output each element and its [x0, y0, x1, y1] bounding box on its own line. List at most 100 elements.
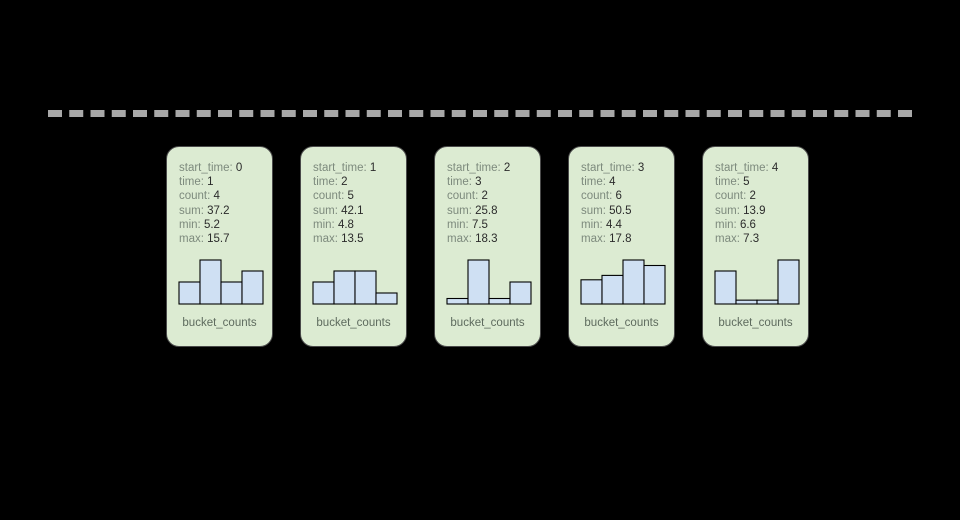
histogram-caption: bucket_counts [182, 317, 257, 329]
field-value: 37.2 [207, 204, 230, 217]
record-field-max: max: 15.7 [179, 232, 272, 246]
field-key: max: [313, 233, 338, 246]
record-field-time: time: 1 [179, 175, 272, 189]
field-key: sum: [179, 204, 204, 217]
field-value: 2 [749, 190, 756, 203]
record-field-max: max: 18.3 [447, 232, 540, 246]
field-value: 4.8 [337, 218, 354, 231]
histogram-bar [333, 270, 356, 305]
record-field-sum: sum: 13.9 [715, 204, 808, 218]
field-key: sum: [581, 204, 606, 217]
field-key: min: [447, 218, 469, 231]
field-value: 4 [771, 162, 779, 174]
histogram-bar [375, 292, 398, 305]
record-field-sum: sum: 42.1 [313, 204, 406, 218]
field-value: 3 [475, 176, 482, 189]
field-key: max: [447, 233, 472, 246]
field-key: sum: [715, 204, 740, 217]
record-field-min: min: 4.4 [581, 218, 674, 232]
field-key: time: [581, 176, 606, 189]
bucket-counts-histogram [446, 258, 532, 305]
record-field-count: count: 2 [715, 189, 808, 203]
record-field-count: count: 2 [447, 189, 540, 203]
field-value: 7.3 [743, 233, 760, 246]
histogram-bar [467, 259, 490, 305]
histogram-bar [509, 281, 532, 305]
field-key: time: [179, 176, 204, 189]
histogram-bar [199, 259, 222, 305]
field-value: 5 [347, 190, 354, 203]
record-field-count: count: 4 [179, 189, 272, 203]
histogram-svg [178, 259, 264, 305]
field-value: 17.8 [609, 233, 632, 246]
field-value: 4.4 [605, 218, 622, 231]
histogram-bar [241, 270, 264, 305]
field-value: 2 [341, 176, 348, 189]
field-value: 50.5 [609, 204, 632, 217]
record-field-min: min: 7.5 [447, 218, 540, 232]
histogram-bar [777, 259, 800, 305]
bucket-counts-histogram [714, 258, 800, 305]
record-field-start-time: start_time: 0 [179, 161, 272, 175]
histogram-bar [756, 299, 779, 305]
record-field-start-time: start_time: 3 [581, 161, 674, 175]
record-field-time: time: 4 [581, 175, 674, 189]
field-key: count: [715, 190, 747, 203]
histogram-bar [220, 281, 243, 305]
record-field-min: min: 5.2 [179, 218, 272, 232]
field-key: count: [447, 190, 479, 203]
field-key: start_time: [179, 162, 233, 174]
field-key: start_time: [447, 162, 501, 174]
histogram-bar [580, 279, 603, 305]
histogram-caption: bucket_counts [316, 317, 391, 329]
field-value: 6 [615, 190, 622, 203]
field-key: start_time: [313, 162, 367, 174]
field-value: 7.5 [471, 218, 488, 231]
field-value: 3 [637, 162, 645, 174]
bucket-counts-histogram [178, 258, 264, 305]
field-key: count: [581, 190, 613, 203]
record-field-min: min: 4.8 [313, 218, 406, 232]
field-value: 5.2 [203, 218, 220, 231]
field-key: time: [313, 176, 338, 189]
field-key: time: [715, 176, 740, 189]
field-key: count: [179, 190, 211, 203]
field-key: start_time: [581, 162, 635, 174]
field-key: time: [447, 176, 472, 189]
field-key: max: [179, 233, 204, 246]
record-field-start-time: start_time: 4 [715, 161, 808, 175]
histogram-caption: bucket_counts [718, 317, 793, 329]
record-field-time: time: 2 [313, 175, 406, 189]
histogram-bar [446, 297, 469, 305]
histogram-bar [354, 270, 377, 305]
record-field-min: min: 6.6 [715, 218, 808, 232]
histogram-bar [312, 281, 335, 305]
bucket-counts-histogram [580, 258, 666, 305]
field-value: 2 [503, 162, 511, 174]
histogram-bar [488, 297, 511, 305]
field-value: 0 [235, 162, 243, 174]
record-field-time: time: 3 [447, 175, 540, 189]
histogram-bar [178, 281, 201, 305]
field-value: 42.1 [341, 204, 364, 217]
dashed-timeline-rule [48, 110, 912, 117]
field-key: min: [313, 218, 335, 231]
record-field-sum: sum: 50.5 [581, 204, 674, 218]
field-value: 15.7 [207, 233, 230, 246]
field-value: 5 [743, 176, 750, 189]
histogram-bar [622, 259, 645, 305]
field-value: 13.9 [743, 204, 766, 217]
field-key: min: [715, 218, 737, 231]
histogram-svg [446, 259, 532, 305]
field-value: 25.8 [475, 204, 498, 217]
